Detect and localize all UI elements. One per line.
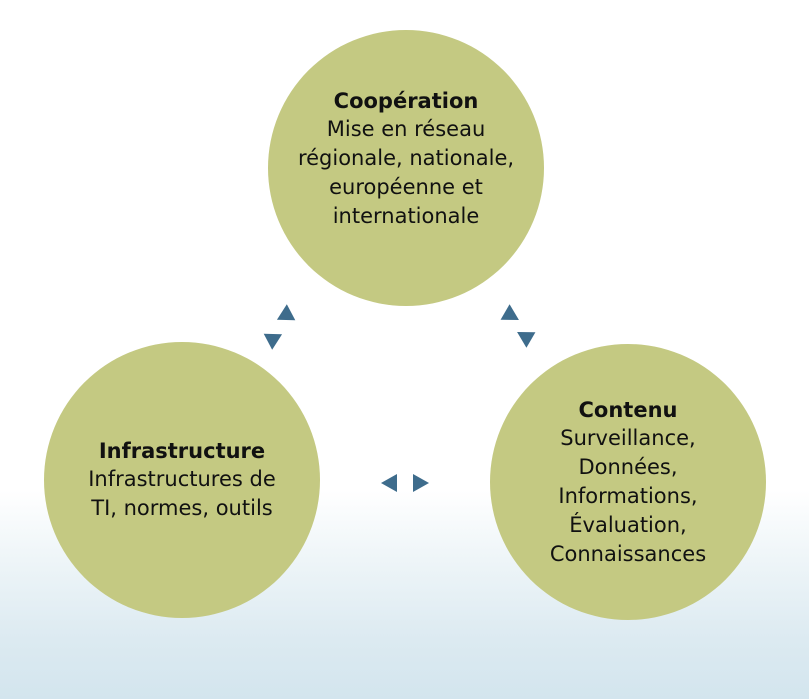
- connector-left-lower-arrow-icon: [263, 326, 287, 350]
- connector-bottom-left-arrow-icon: [381, 474, 397, 492]
- contenu-body: Surveillance, Données, Informations, Éva…: [549, 425, 707, 566]
- infrastructure-body: Infrastructures de TI, normes, outils: [88, 467, 276, 520]
- connector-bottom-right-arrow-icon: [413, 474, 429, 492]
- cooperation-body: Mise en réseau régionale, nationale, eur…: [297, 117, 515, 228]
- cooperation-title: Coopération: [333, 89, 479, 113]
- cooperation-circle: Coopération Mise en réseau régionale, na…: [268, 30, 544, 306]
- connector-right-lower-arrow-icon: [512, 324, 536, 348]
- contenu-circle: Contenu Surveillance, Données, Informati…: [490, 344, 766, 620]
- infrastructure-title: Infrastructure: [98, 439, 266, 463]
- contenu-title: Contenu: [578, 397, 678, 422]
- infrastructure-circle: Infrastructure Infrastructures de TI, no…: [44, 342, 320, 618]
- connector-left-upper-arrow-icon: [272, 304, 296, 328]
